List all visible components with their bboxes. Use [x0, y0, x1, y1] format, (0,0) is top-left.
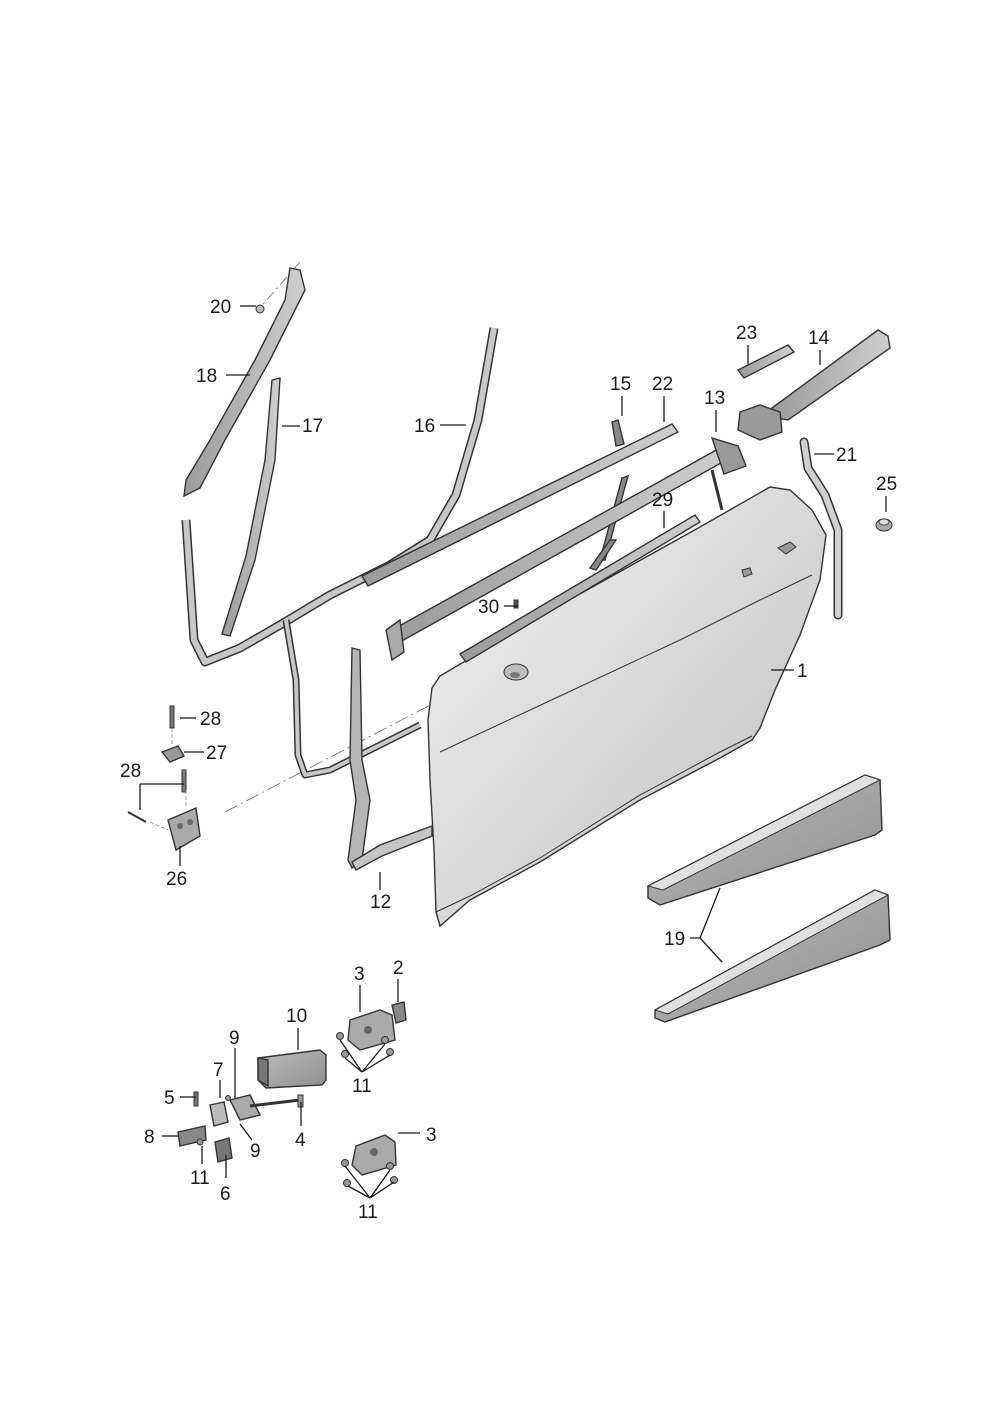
callout-25: 25 — [876, 474, 897, 495]
cover-10 — [257, 1049, 327, 1089]
callout-2: 2 — [393, 958, 404, 979]
plate-27 — [160, 745, 186, 763]
bolts-upper — [336, 1032, 394, 1058]
mirror-base-14 — [737, 329, 891, 441]
door-handle-recess — [503, 663, 529, 681]
hinge-lower — [351, 1134, 397, 1176]
callout-18: 18 — [196, 366, 217, 387]
insulation-pad-upper — [646, 774, 883, 906]
insulation-pad-lower — [653, 889, 891, 1023]
clip-30 — [513, 599, 519, 609]
callout-30: 30 — [478, 597, 499, 618]
callout-1: 1 — [797, 661, 808, 682]
callout-21: 21 — [836, 445, 857, 466]
callout-11-lower: 11 — [358, 1202, 378, 1223]
screw-20 — [255, 304, 265, 314]
grommet-25 — [875, 518, 893, 532]
trim-strip-17 — [221, 377, 281, 637]
callout-12: 12 — [370, 892, 391, 913]
axis-line — [224, 699, 441, 813]
callout-22: 22 — [652, 374, 673, 395]
hinge-upper — [347, 1001, 407, 1051]
callout-5: 5 — [164, 1088, 175, 1109]
striker-26 — [167, 806, 201, 852]
callout-10: 10 — [286, 1006, 307, 1027]
cover-23 — [736, 344, 796, 379]
door-check-assembly — [177, 1091, 304, 1163]
callout-16: 16 — [414, 416, 435, 437]
bolts-lower — [341, 1159, 398, 1187]
door-frame-seal — [181, 327, 499, 667]
callout-6: 6 — [220, 1184, 231, 1205]
callout-11-upper: 11 — [352, 1076, 372, 1097]
callout-3-lower: 3 — [426, 1125, 437, 1146]
callout-11-check: 11 — [190, 1168, 210, 1189]
callout-7: 7 — [213, 1060, 224, 1081]
callout-17: 17 — [302, 416, 323, 437]
callout-28-upper: 28 — [200, 709, 221, 730]
window-strip-15 — [588, 419, 630, 571]
callout-19: 19 — [664, 929, 685, 950]
callout-23: 23 — [736, 323, 757, 344]
pillar-trim — [183, 267, 306, 498]
callout-8: 8 — [144, 1127, 155, 1148]
callout-3-upper: 3 — [354, 964, 365, 985]
callout-labels: 1 2 3 3 4 5 6 7 8 9 9 10 11 11 11 12 13 … — [120, 297, 897, 1223]
callout-15: 15 — [610, 374, 631, 395]
callout-13: 13 — [704, 388, 725, 409]
callout-20: 20 — [210, 297, 231, 318]
callout-4: 4 — [295, 1130, 306, 1151]
window-strip-29 — [458, 514, 702, 663]
window-strip-22 — [361, 423, 680, 587]
hose-21 — [799, 437, 843, 620]
door-seal-12 — [282, 619, 433, 871]
callout-9-lower: 9 — [250, 1141, 261, 1162]
callout-28-lower: 28 — [120, 761, 141, 782]
callout-27: 27 — [206, 743, 227, 764]
callout-26: 26 — [166, 869, 187, 890]
callout-14: 14 — [808, 328, 830, 349]
door-shell — [427, 486, 827, 928]
callout-9-upper: 9 — [229, 1028, 240, 1049]
leader-lines — [139, 305, 887, 1199]
window-guide-13 — [385, 436, 747, 662]
callout-29: 29 — [652, 490, 673, 511]
bolt-28 — [127, 705, 187, 831]
